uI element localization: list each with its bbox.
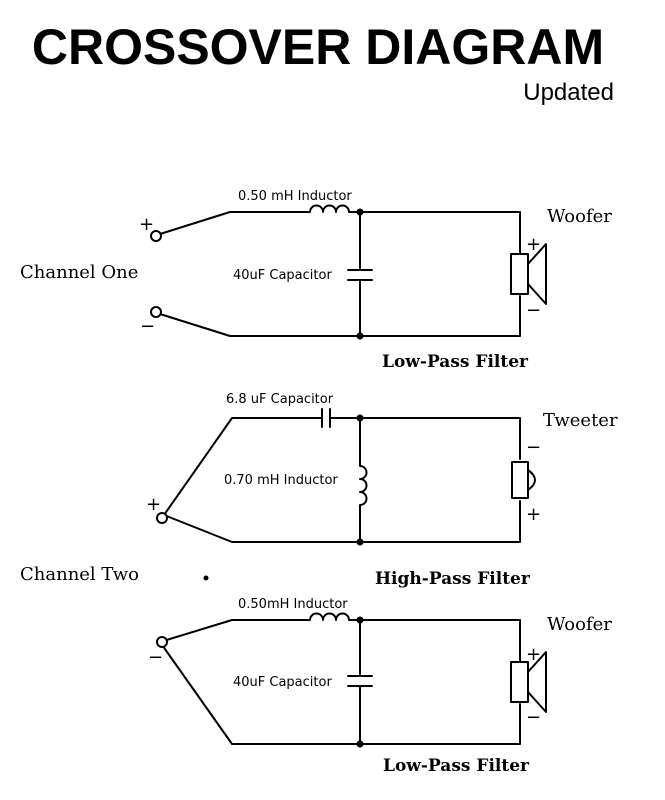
channel-one-circuit: Channel One + − + − 0.50 mH Inductor 40u…	[20, 189, 612, 372]
channel-two-minus-terminal	[156, 636, 168, 648]
channel-one-plus-terminal	[150, 230, 162, 242]
high-pass-capacitor-label: 6.8 uF Capacitor	[226, 392, 334, 407]
channel-one-speaker-label: Woofer	[547, 206, 612, 227]
junction-dot	[356, 414, 364, 422]
channel-two-circuit: Channel Two + − − + 6.8 uF Capacitor 0.7…	[20, 392, 618, 776]
channel-two-label: Channel Two	[20, 564, 139, 585]
low-pass-capacitor	[347, 619, 373, 745]
woofer-minus-sign: −	[526, 300, 541, 321]
junction-dot	[356, 616, 364, 624]
high-pass-top-wire	[163, 408, 521, 516]
tweeter-label: Tweeter	[543, 410, 618, 431]
channel-one-label: Channel One	[20, 262, 138, 283]
junction-dot	[356, 208, 364, 216]
channel-two-minus-sign: −	[148, 647, 163, 668]
low-pass-filter-label: Low-Pass Filter	[383, 756, 530, 776]
low-pass-top-wire	[159, 612, 521, 663]
woofer-plus-sign: +	[526, 234, 541, 255]
channel-one-plus-sign: +	[139, 214, 154, 235]
high-pass-shunt-inductor	[359, 417, 368, 543]
tweeter-speaker-icon	[511, 461, 536, 499]
junction-dot	[356, 332, 364, 340]
high-pass-bottom-wire	[163, 500, 521, 543]
channel-one-capacitor-label: 40uF Capacitor	[233, 268, 332, 283]
tweeter-plus-sign: +	[526, 504, 541, 525]
low-pass-bottom-wire	[159, 641, 521, 745]
tweeter-minus-sign: −	[526, 437, 541, 458]
woofer-speaker-icon	[510, 243, 547, 305]
low-pass-capacitor-label: 40uF Capacitor	[233, 675, 332, 690]
woofer-plus-sign: +	[526, 644, 541, 665]
channel-one-minus-terminal	[150, 306, 162, 318]
woofer-speaker-icon	[510, 651, 547, 713]
high-pass-inductor-label: 0.70 mH Inductor	[224, 473, 338, 488]
channel-one-top-wire	[159, 204, 521, 255]
channel-one-filter-label: Low-Pass Filter	[382, 352, 529, 372]
wire-crossing-dot	[203, 575, 209, 581]
junction-dot	[356, 740, 364, 748]
junction-dot	[356, 538, 364, 546]
channel-one-minus-sign: −	[140, 316, 155, 337]
page-title: CROSSOVER DIAGRAM	[32, 19, 604, 75]
channel-one-bottom-wire	[159, 295, 521, 337]
woofer-minus-sign: −	[526, 707, 541, 728]
channel-two-plus-sign: +	[146, 494, 161, 515]
high-pass-filter-label: High-Pass Filter	[375, 569, 531, 589]
low-pass-inductor-label: 0.50mH Inductor	[238, 597, 348, 612]
low-pass-speaker-label: Woofer	[547, 614, 612, 635]
page-subtitle: Updated	[523, 79, 614, 106]
channel-two-plus-terminal	[156, 512, 168, 524]
channel-one-capacitor	[347, 211, 373, 337]
channel-one-inductor-label: 0.50 mH Inductor	[238, 189, 352, 204]
